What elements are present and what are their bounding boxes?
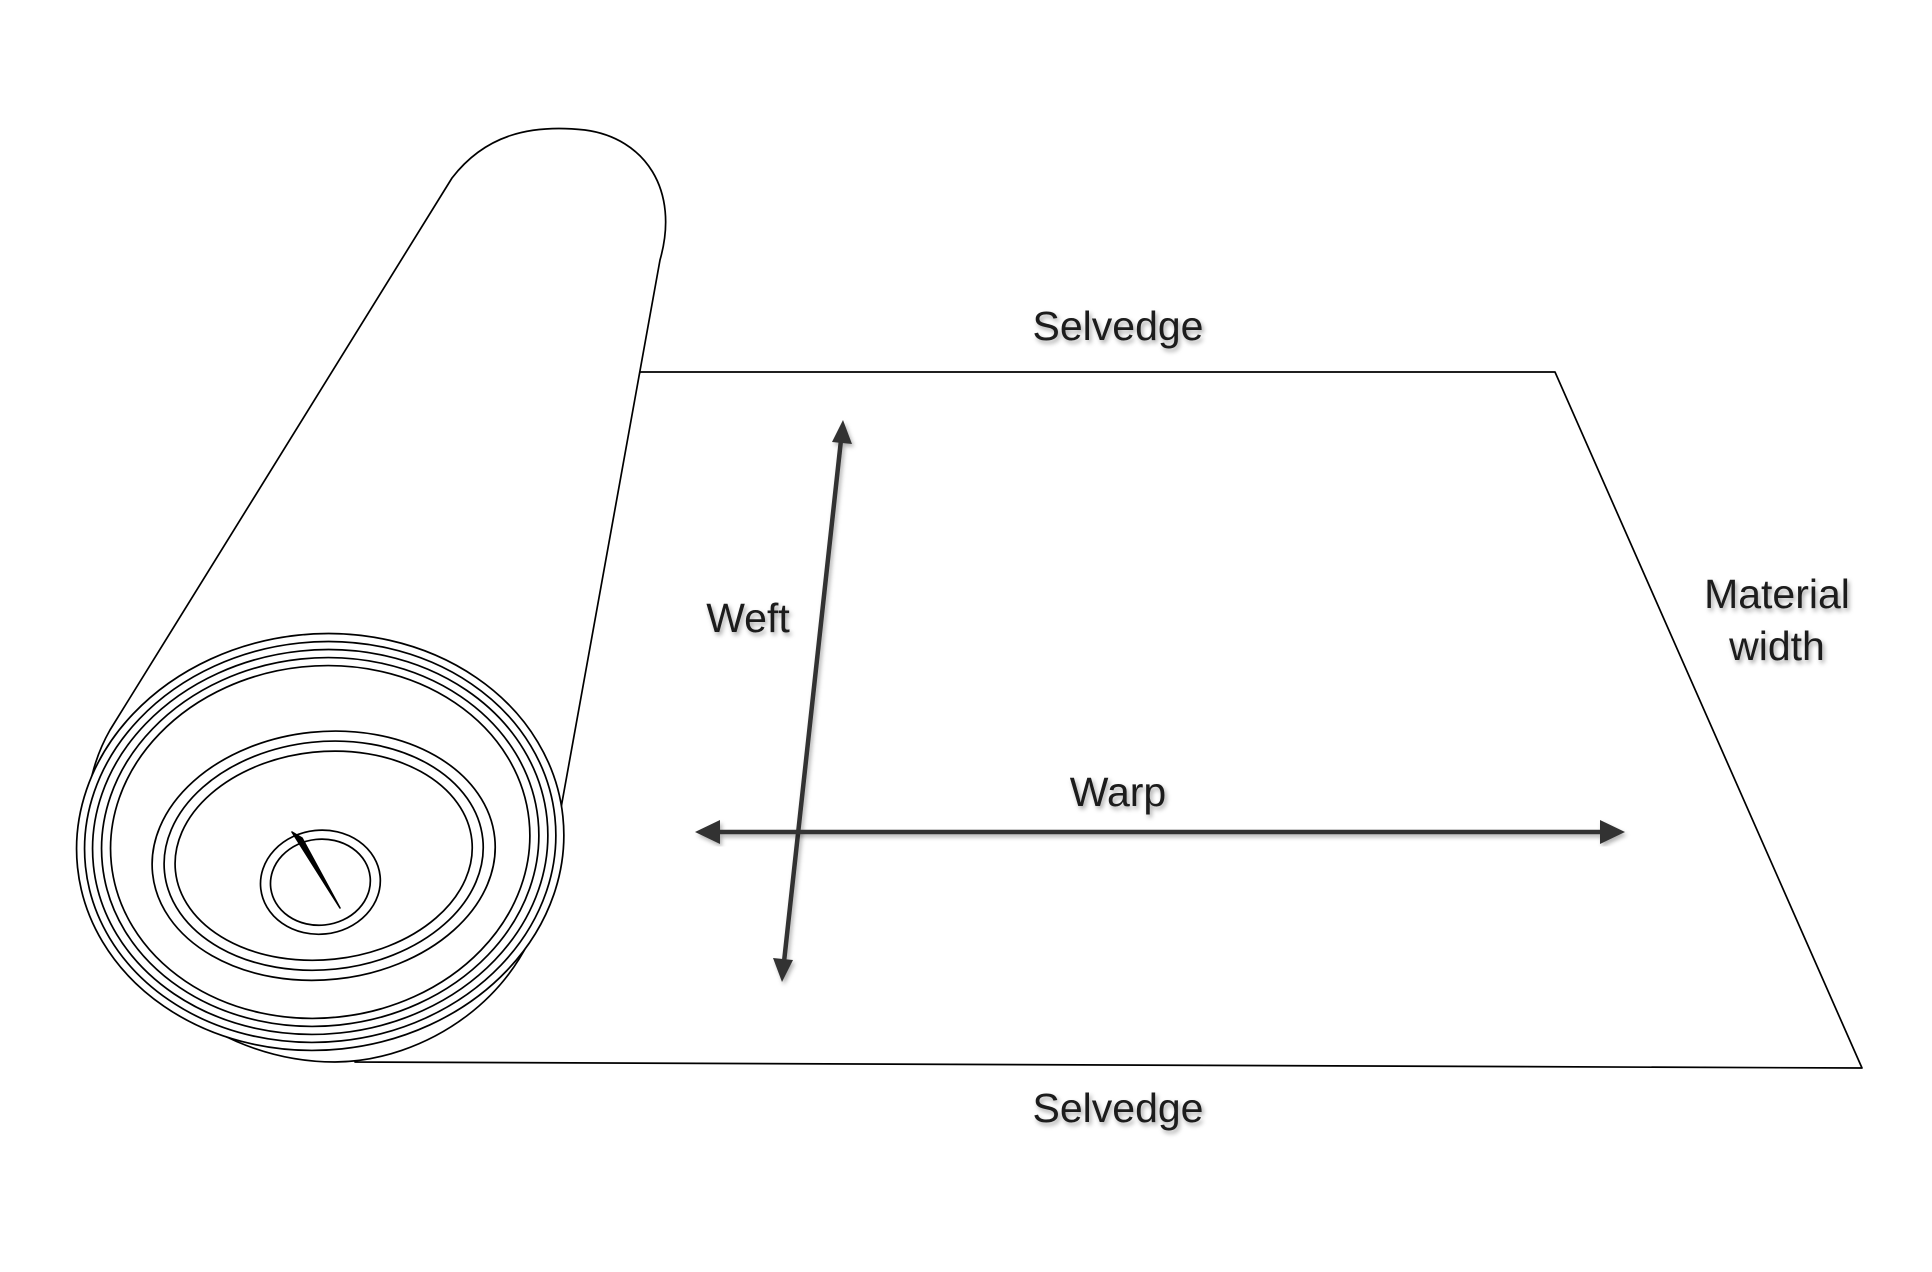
- selvedge-top-label: Selvedge: [1033, 303, 1204, 349]
- weft-label: Weft: [706, 595, 790, 641]
- selvedge-bottom-label: Selvedge: [1033, 1085, 1204, 1131]
- weft-arrowhead-top: [832, 420, 852, 444]
- material-width-label-line2: width: [1728, 623, 1825, 669]
- warp-arrowhead-right: [1600, 820, 1625, 844]
- material-width-label-line1: Material: [1704, 571, 1850, 617]
- warp-label: Warp: [1070, 769, 1166, 815]
- warp-arrowhead-left: [695, 820, 720, 844]
- weft-arrow: [773, 420, 852, 982]
- roll-end-rings: [75, 632, 565, 1052]
- roll-core-flap: [291, 831, 341, 909]
- weft-arrowhead-bottom: [773, 958, 793, 982]
- weft-arrow-shaft: [781, 437, 844, 965]
- warp-arrow: [695, 820, 1625, 844]
- roll-core-inner: [269, 838, 372, 927]
